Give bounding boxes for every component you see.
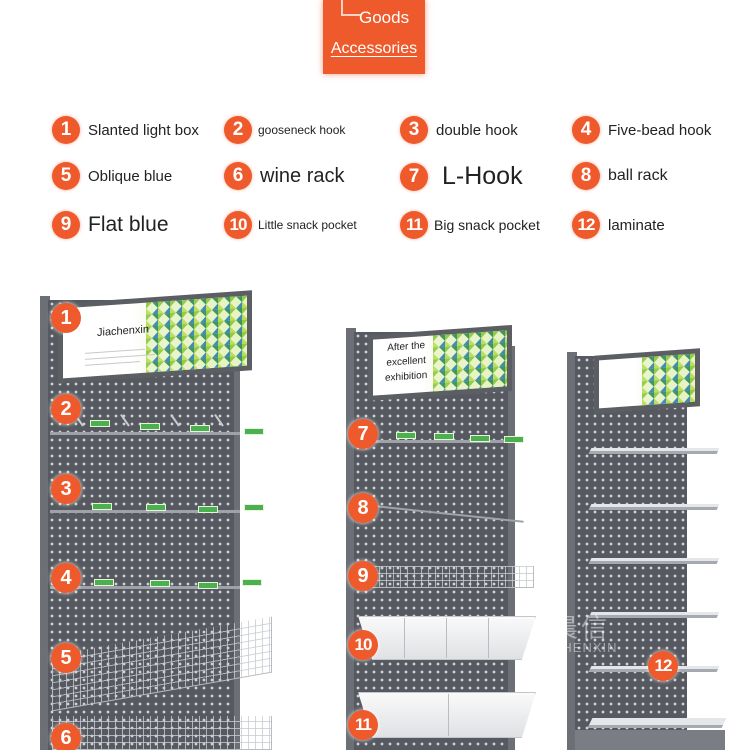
badge-title-line1: Goods — [359, 8, 410, 27]
legend-label: Oblique blue — [88, 167, 173, 185]
legend-label: double hook — [436, 121, 518, 139]
price-tag — [146, 504, 166, 511]
price-tag — [244, 428, 264, 435]
price-tag — [470, 435, 490, 442]
laminate-shelf — [588, 504, 720, 510]
price-tag — [90, 420, 110, 427]
legend-label: gooseneck hook — [258, 123, 346, 137]
legend-label: laminate — [608, 216, 665, 234]
legend-item-1: 1 Slanted light box — [52, 116, 199, 144]
legend-number-badge: 10 — [224, 211, 252, 239]
laminate-shelf — [588, 448, 720, 454]
legend-number-badge: 1 — [52, 116, 80, 144]
legend-item-11: 11 Big snack pocket — [400, 211, 540, 239]
legend-label: Five-bead hook — [608, 121, 712, 139]
watermark-logo: 晨信 — [552, 613, 611, 643]
callout-2: 2 — [51, 394, 81, 424]
callout-9: 9 — [348, 561, 378, 591]
legend-number-badge: 12 — [572, 211, 600, 239]
legend-number-badge: 8 — [572, 162, 600, 190]
middle-upright-right — [507, 346, 515, 750]
gooseneck-rail — [50, 432, 240, 435]
legend-item-12: 12 laminate — [572, 211, 665, 239]
price-tag — [140, 423, 160, 430]
legend-label: Slanted light box — [88, 121, 199, 139]
legend-label: wine rack — [260, 164, 345, 187]
right-base-plinth — [575, 730, 725, 750]
price-tag — [242, 579, 262, 586]
bin-divider — [404, 618, 405, 658]
price-tag — [198, 582, 218, 589]
leaf-graphic — [642, 353, 695, 406]
l-hook-rail — [356, 440, 524, 443]
right-light-box — [594, 348, 700, 414]
callout-10: 10 — [348, 630, 378, 660]
laminate-shelf-base — [587, 718, 727, 728]
legend-number-badge: 3 — [400, 116, 428, 144]
badge-decoration — [341, 0, 361, 16]
legend-number-badge: 5 — [52, 162, 80, 190]
legend-label: L-Hook — [442, 162, 523, 190]
middle-upright-left — [346, 328, 356, 750]
callout-7: 7 — [348, 419, 378, 449]
left-upright-right — [232, 320, 240, 750]
legend-label: Big snack pocket — [434, 217, 540, 233]
bin-divider — [448, 694, 449, 736]
callout-6: 6 — [51, 723, 81, 750]
little-snack-pocket — [358, 616, 536, 660]
legend-label: Little snack pocket — [258, 218, 357, 232]
badge-title-line2: Accessories — [330, 40, 418, 57]
legend-label: Flat blue — [88, 213, 169, 236]
legend-item-6: 6 wine rack — [224, 162, 344, 190]
legend-number-badge: 11 — [400, 211, 428, 239]
price-tag — [434, 433, 454, 440]
legend-item-2: 2 gooseneck hook — [224, 116, 345, 144]
price-tag — [504, 436, 524, 443]
big-snack-pocket — [358, 692, 536, 738]
left-upright-left — [40, 296, 50, 750]
legend-number-badge: 9 — [52, 211, 80, 239]
laminate-shelf — [588, 558, 720, 564]
price-tag — [92, 503, 112, 510]
middle-pegboard — [354, 332, 508, 750]
price-tag — [150, 580, 170, 587]
legend-item-5: 5 Oblique blue — [52, 162, 172, 190]
legend-number-badge: 4 — [572, 116, 600, 144]
bin-divider — [488, 618, 489, 658]
legend-item-7: 7 L-Hook — [400, 162, 523, 191]
legend-item-9: 9 Flat blue — [52, 211, 169, 239]
legend-item-10: 10 Little snack pocket — [224, 211, 357, 239]
legend-item-3: 3 double hook — [400, 116, 518, 144]
header-badge: Goods Accessories — [323, 0, 425, 74]
price-tag — [244, 504, 264, 511]
legend-item-4: 4 Five-bead hook — [572, 116, 711, 144]
wine-rack — [52, 716, 272, 750]
legend-number-badge: 2 — [224, 116, 252, 144]
callout-1: 1 — [51, 303, 81, 333]
legend-number-badge: 7 — [400, 162, 428, 191]
five-bead-rail — [50, 586, 240, 589]
callout-12: 12 — [648, 651, 678, 681]
callout-11: 11 — [348, 710, 378, 740]
double-hook-rail — [50, 510, 240, 513]
callout-3: 3 — [51, 474, 81, 504]
callout-8: 8 — [348, 493, 378, 523]
legend-label: ball rack — [608, 167, 668, 184]
legend-item-8: 8 ball rack — [572, 162, 668, 190]
legend-number-badge: 6 — [224, 162, 252, 190]
right-upright-left — [567, 352, 577, 750]
callout-5: 5 — [51, 643, 81, 673]
watermark-sub: CHENXIN — [552, 640, 618, 655]
price-tag — [190, 425, 210, 432]
price-tag — [94, 579, 114, 586]
callout-4: 4 — [51, 563, 81, 593]
price-tag — [396, 432, 416, 439]
price-tag — [198, 506, 218, 513]
bin-divider — [446, 618, 447, 658]
